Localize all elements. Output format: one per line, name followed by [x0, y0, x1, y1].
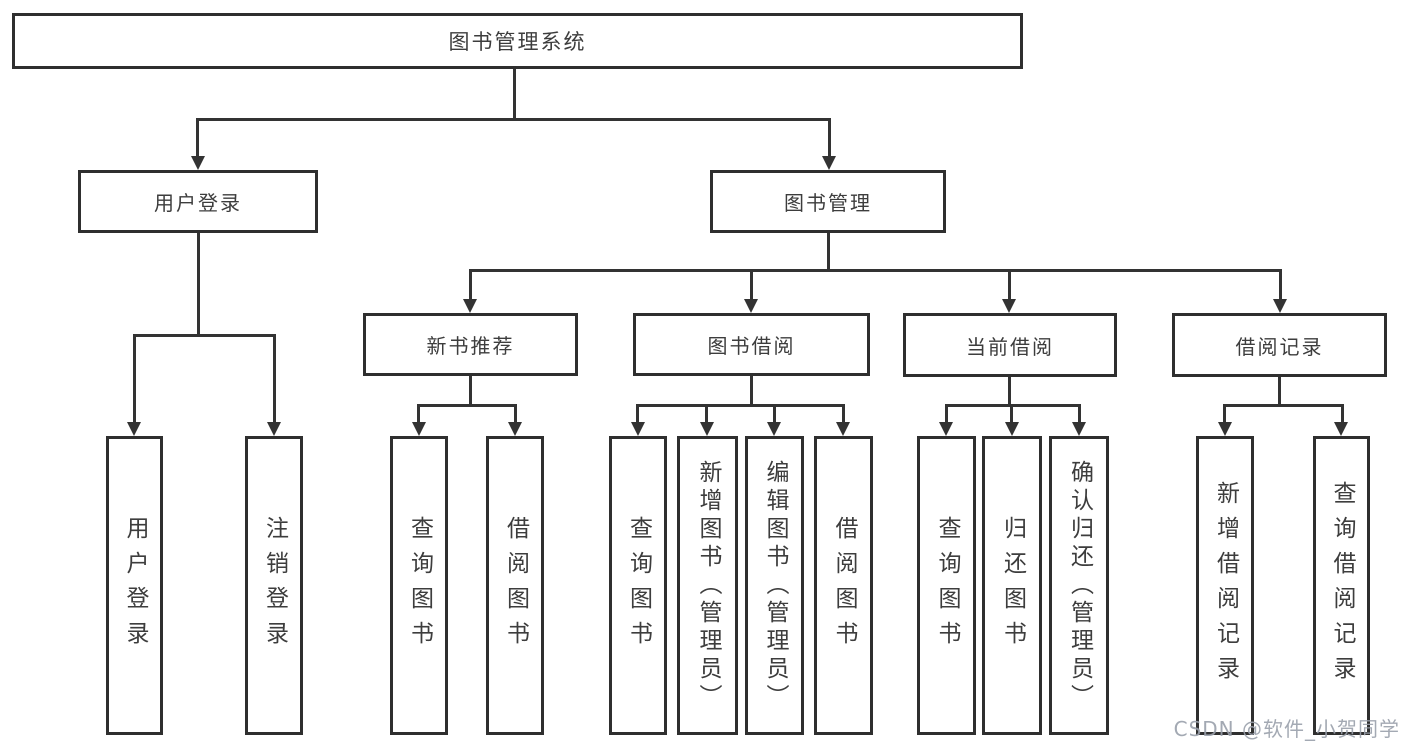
- leaf-user-login: 用户登录: [106, 436, 163, 735]
- leaf-confirm-return-admin: 确认归还（管理员）: [1049, 436, 1109, 735]
- connector-line: [513, 69, 516, 120]
- connector-line: [636, 404, 639, 422]
- leaf-logout-login: 注销登录: [245, 436, 303, 735]
- connector-line: [417, 404, 517, 407]
- connector-line: [828, 118, 831, 158]
- connector-line: [842, 404, 845, 422]
- connector-line: [945, 404, 948, 422]
- connector-line: [417, 404, 420, 422]
- arrow-down-icon: [508, 422, 522, 436]
- connector-line: [750, 269, 753, 299]
- arrow-down-icon: [822, 156, 836, 170]
- connector-line: [773, 404, 776, 422]
- connector-line: [750, 376, 753, 407]
- connector-line: [197, 233, 200, 337]
- leaf-add-borrow-record: 新增借阅记录: [1196, 436, 1254, 735]
- connector-line: [945, 404, 1081, 407]
- connector-line: [1279, 269, 1282, 299]
- arrow-down-icon: [700, 422, 714, 436]
- connector-line: [469, 376, 472, 406]
- connector-line: [827, 233, 830, 271]
- arrow-down-icon: [127, 422, 141, 436]
- arrow-down-icon: [836, 422, 850, 436]
- arrow-down-icon: [191, 156, 205, 170]
- leaf-return-books: 归还图书: [982, 436, 1042, 735]
- node-book-borrowing: 图书借阅: [633, 313, 870, 376]
- connector-line: [1010, 404, 1013, 422]
- connector-line: [514, 404, 517, 422]
- connector-line: [1341, 404, 1344, 422]
- node-user-login: 用户登录: [78, 170, 318, 233]
- node-root: 图书管理系统: [12, 13, 1023, 69]
- arrow-down-icon: [631, 422, 645, 436]
- arrow-down-icon: [267, 422, 281, 436]
- arrow-down-icon: [1273, 299, 1287, 313]
- arrow-down-icon: [1218, 422, 1232, 436]
- connector-line: [1278, 377, 1281, 406]
- connector-line: [1223, 404, 1226, 422]
- arrow-down-icon: [1005, 422, 1019, 436]
- leaf-borrow-books-borrowing: 借阅图书: [814, 436, 873, 735]
- arrow-down-icon: [412, 422, 426, 436]
- arrow-down-icon: [939, 422, 953, 436]
- leaf-borrow-books-recommend: 借阅图书: [486, 436, 544, 735]
- connector-line: [1008, 377, 1011, 406]
- node-borrowing-records: 借阅记录: [1172, 313, 1387, 377]
- watermark: CSDN @软件_小贺同学: [1173, 717, 1400, 741]
- leaf-query-borrow-record: 查询借阅记录: [1313, 436, 1370, 735]
- leaf-add-books-admin: 新增图书（管理员）: [677, 436, 738, 735]
- connector-line: [469, 269, 472, 299]
- arrow-down-icon: [744, 299, 758, 313]
- node-new-book-recommendation: 新书推荐: [363, 313, 578, 376]
- arrow-down-icon: [767, 422, 781, 436]
- leaf-query-books-current: 查询图书: [917, 436, 976, 735]
- leaf-edit-books-admin: 编辑图书（管理员）: [745, 436, 804, 735]
- arrow-down-icon: [1002, 299, 1016, 313]
- connector-line: [273, 334, 276, 422]
- node-current-borrowing: 当前借阅: [903, 313, 1117, 377]
- connector-line: [133, 334, 276, 337]
- connector-line: [1223, 404, 1344, 407]
- arrow-down-icon: [1072, 422, 1086, 436]
- connector-line: [196, 118, 199, 158]
- connector-line: [469, 269, 1282, 272]
- connector-line: [133, 334, 136, 422]
- leaf-query-books-borrowing: 查询图书: [609, 436, 667, 735]
- connector-line: [196, 118, 831, 121]
- node-book-management: 图书管理: [710, 170, 946, 233]
- leaf-query-books-recommend: 查询图书: [390, 436, 448, 735]
- connector-line: [1078, 404, 1081, 422]
- arrow-down-icon: [463, 299, 477, 313]
- connector-line: [636, 404, 845, 407]
- connector-line: [1008, 269, 1011, 299]
- arrow-down-icon: [1334, 422, 1348, 436]
- connector-line: [705, 404, 708, 422]
